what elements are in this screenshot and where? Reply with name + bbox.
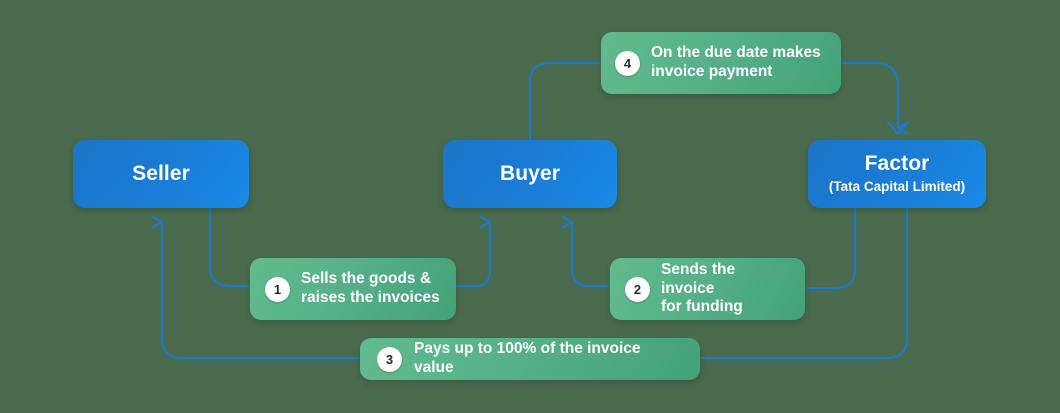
step-text-1: Sells the goods & raises the invoices [301,270,440,306]
connector-seller-to-step1 [209,207,253,287]
connector-step1-to-buyer [455,215,491,287]
step-callout-4[interactable]: 4 On the due date makes invoice payment [601,32,841,94]
step-number-badge-3: 3 [377,346,402,372]
step-text-3: Pays up to 100% of the invoice value [414,340,641,376]
entity-seller[interactable]: Seller [73,140,249,208]
step-text-4: On the due date makes invoice payment [651,44,821,80]
entity-factor-title: Factor [864,152,930,176]
entity-factor-subtitle: (Tata Capital Limited) [828,179,966,195]
step-number-badge-1: 1 [265,276,290,302]
step-callout-2[interactable]: 2 Sends the invoice for funding [610,258,805,320]
entity-buyer[interactable]: Buyer [443,140,617,208]
connector-buyer-to-step4 [529,62,600,141]
step-callout-3[interactable]: 3 Pays up to 100% of the invoice value [360,338,700,380]
entity-buyer-title: Buyer [499,161,561,185]
step-callout-1[interactable]: 1 Sells the goods & raises the invoices [250,258,456,320]
step-number-badge-4: 4 [615,50,640,76]
step-number-badge-2: 2 [625,276,650,302]
step-text-2: Sends the invoice for funding [661,260,743,316]
connector-factor-to-step2 [806,207,856,289]
arrowhead-into-factor [887,121,909,135]
connector-step4-to-factor [842,62,909,135]
entity-factor[interactable]: Factor (Tata Capital Limited) [808,140,986,208]
entity-seller-title: Seller [132,161,190,185]
connector-step2-to-buyer [561,215,609,287]
